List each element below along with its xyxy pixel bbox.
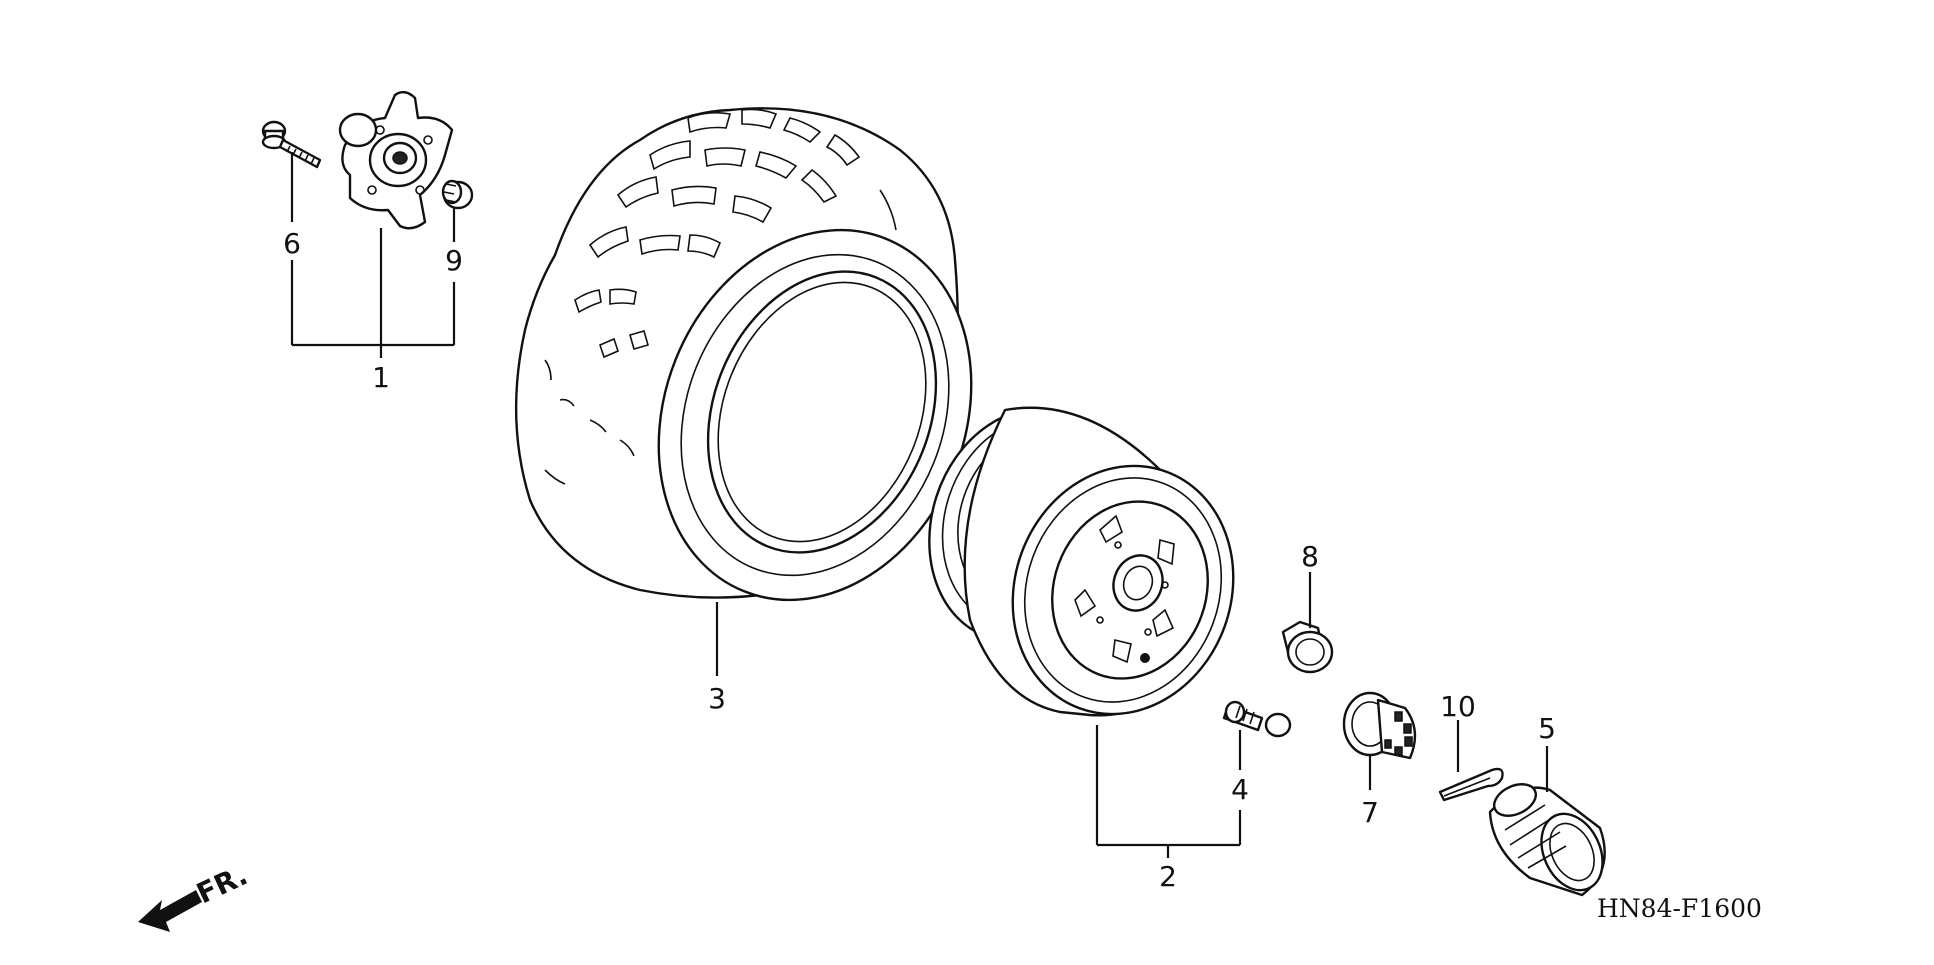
callout-10: 10 [1440,690,1476,723]
tire-part [514,107,973,602]
valve-stem-part [1222,700,1292,738]
callout-2: 2 [1159,860,1177,893]
hub-cap-part [1488,783,1606,897]
castle-nut-part [1342,691,1417,760]
callout-6: 6 [283,227,301,260]
hub-bolt-part [261,120,322,169]
drawing-code: HN84-F1600 [1597,894,1762,923]
callout-7: 7 [1361,796,1379,829]
wheel-nut-part [1281,620,1334,674]
hub-flange-part [338,90,454,230]
front-direction-arrow-icon [138,890,202,932]
leader-lines [290,152,1549,858]
callout-8: 8 [1301,540,1319,573]
callout-5: 5 [1538,712,1556,745]
callout-4: 4 [1231,773,1249,806]
hub-nut-part [441,179,474,210]
wheel-rim-part [928,406,1235,717]
callout-1: 1 [372,361,390,394]
cotter-pin-part [1438,767,1504,802]
callout-9: 9 [445,244,463,277]
callout-3: 3 [708,682,726,715]
